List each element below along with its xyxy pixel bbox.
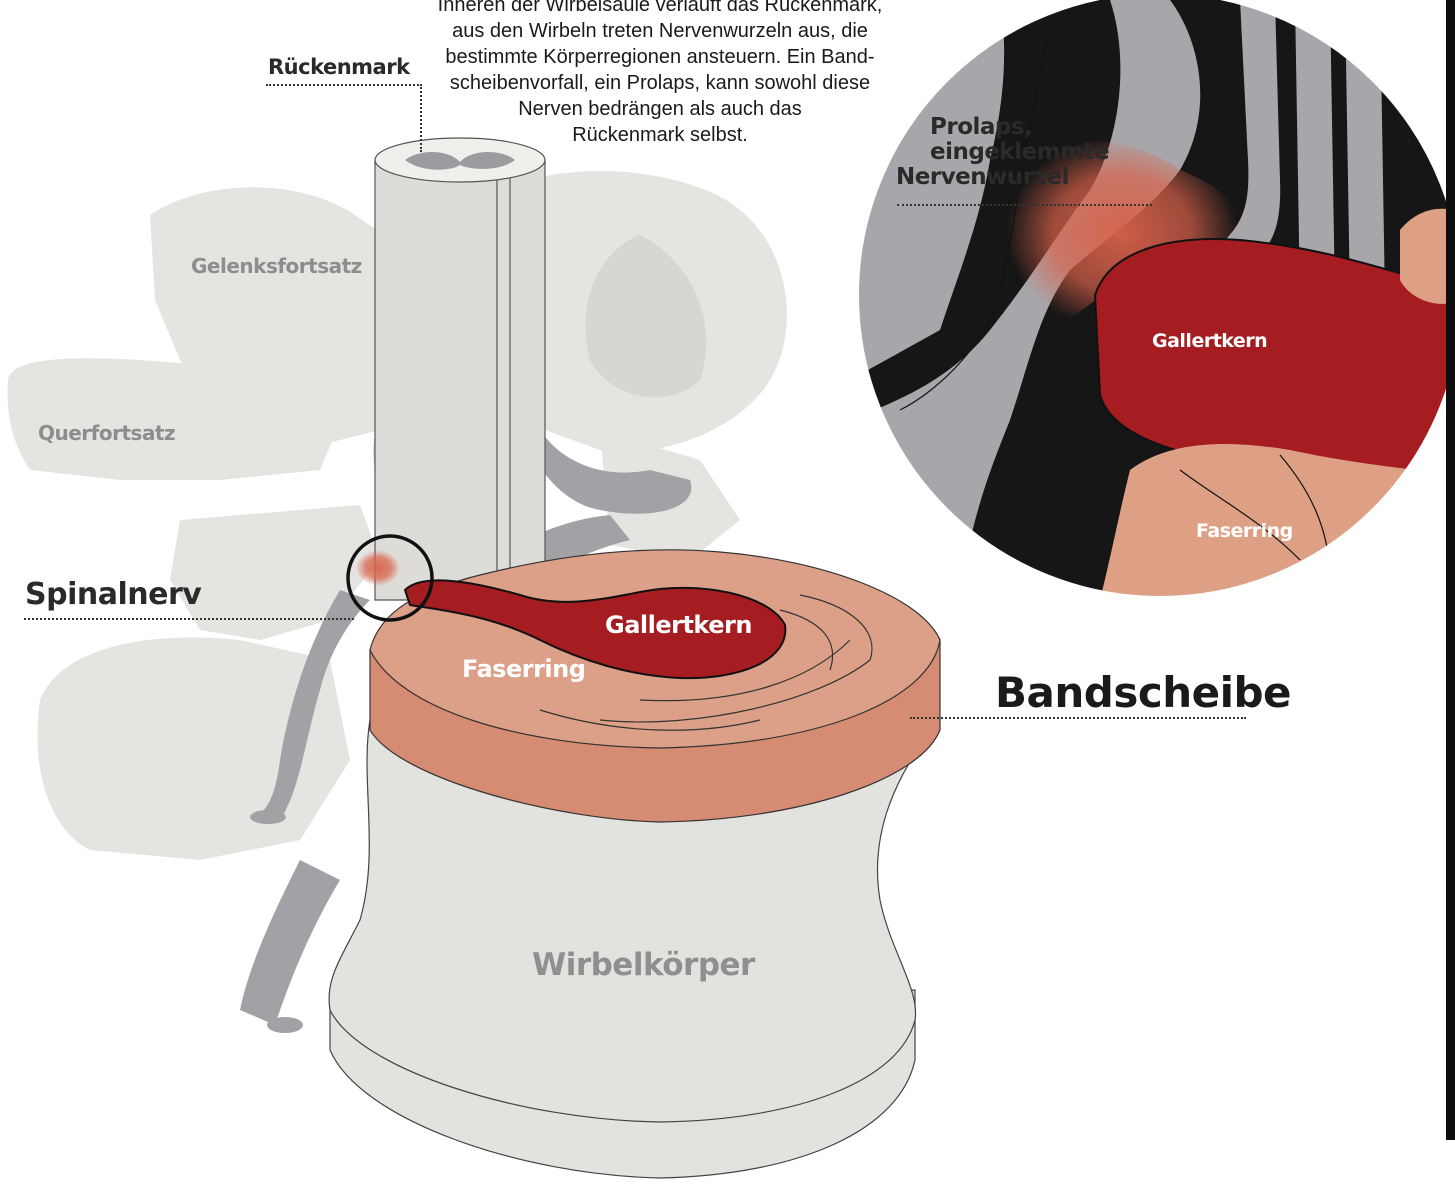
caption-text: Inneren der Wirbelsäule verläuft das Rüc… xyxy=(380,0,940,148)
intervertebral-disc xyxy=(370,550,940,822)
spinal-cord xyxy=(375,138,545,600)
leader-spinalnerv xyxy=(24,618,354,620)
label-prolaps-line: Prolaps, xyxy=(930,115,1109,140)
label-spinalnerv: Spinalnerv xyxy=(25,577,201,612)
leader-rueckenmark xyxy=(266,84,422,86)
label-rueckenmark: Rückenmark xyxy=(268,55,410,79)
caption-line: Nerven bedrängen als auch das xyxy=(380,96,940,122)
caption-line: Rückenmark selbst. xyxy=(380,122,940,148)
leader-prolaps xyxy=(897,204,1152,206)
label-wirbelkoerper: Wirbelkörper xyxy=(532,947,755,983)
label-prolaps-line: eingeklemmte xyxy=(930,140,1109,165)
caption-line: aus den Wirbeln treten Nervenwurzeln aus… xyxy=(380,18,940,44)
leader-rueckenmark-vertical xyxy=(420,84,422,152)
label-bandscheibe: Bandscheibe xyxy=(995,668,1291,717)
label-gallertkern: Gallertkern xyxy=(605,611,752,639)
label-faserring: Faserring xyxy=(462,655,585,683)
caption-line: Inneren der Wirbelsäule verläuft das Rüc… xyxy=(380,0,940,18)
caption-line: scheibenvorfall, ein Prolaps, kann sowoh… xyxy=(380,70,940,96)
caption-line: bestimmte Körperregionen ansteuern. Ein … xyxy=(380,44,940,70)
label-prolaps-line: Nervenwurzel xyxy=(896,165,1109,190)
label-gelenksfortsatz: Gelenksfortsatz xyxy=(191,254,362,278)
detail-label-gallertkern: Gallertkern xyxy=(1152,330,1267,352)
detail-zoom xyxy=(850,0,1455,600)
label-querfortsatz: Querfortsatz xyxy=(38,421,175,445)
page-edge-bar xyxy=(1446,0,1455,1140)
label-prolaps: Prolaps, eingeklemmte Nervenwurzel xyxy=(930,115,1109,190)
leader-bandscheibe xyxy=(910,717,1246,719)
detail-label-faserring: Faserring xyxy=(1196,520,1293,542)
